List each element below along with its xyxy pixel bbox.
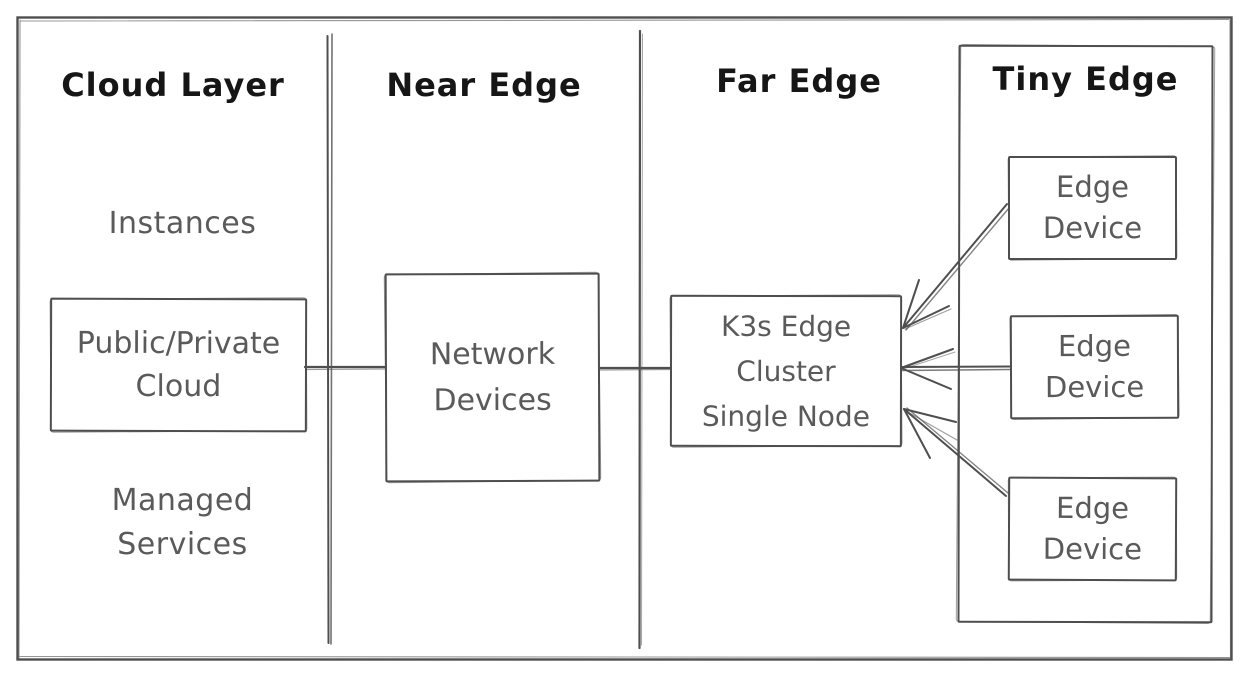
outer-frame [16, 16, 1233, 661]
cloud-box-line-2: Cloud [135, 368, 222, 405]
edge-device-1-line-2: Device [1042, 211, 1143, 245]
connector-cloud-to-network [303, 365, 388, 371]
managed-services-line-2: Services [117, 527, 248, 562]
network-devices-box: Network Devices [384, 272, 601, 483]
public-private-cloud-box: Public/Private Cloud [49, 297, 308, 433]
edge-device-3-line-2: Device [1042, 531, 1143, 567]
far-edge-header: Far Edge [716, 62, 882, 100]
edge-device-2-line-1: Edge [1057, 328, 1131, 364]
tiny-edge-header: Tiny Edge [992, 60, 1179, 98]
instances-label: Instances [108, 206, 257, 241]
network-box-line-2: Devices [433, 382, 552, 418]
network-box-line-1: Network [429, 336, 556, 372]
managed-services-label: Managed Services [25, 479, 340, 567]
cloud-box-line-1: Public/Private [76, 325, 281, 362]
edge-device-1-line-1: Edge [1056, 170, 1129, 204]
k3s-box-line-2: Cluster [736, 354, 836, 388]
divider-near-far [638, 29, 643, 650]
edge-device-3: Edge Device [1007, 476, 1178, 582]
edge-device-2-line-2: Device [1044, 369, 1145, 405]
edge-device-2: Edge Device [1009, 314, 1180, 420]
k3s-box-line-1: K3s Edge [720, 309, 852, 343]
edge-device-1: Edge Device [1008, 156, 1177, 260]
divider-cloud-near [326, 33, 333, 645]
near-edge-header: Near Edge [386, 66, 582, 104]
managed-services-line-1: Managed [111, 483, 254, 518]
k3s-box-line-3: Single Node [701, 399, 870, 433]
cloud-layer-header: Cloud Layer [61, 66, 285, 104]
edge-device-3-line-1: Edge [1056, 490, 1130, 526]
connector-network-to-k3s [597, 366, 673, 371]
k3s-edge-cluster-box: K3s Edge Cluster Single Node [669, 294, 903, 448]
